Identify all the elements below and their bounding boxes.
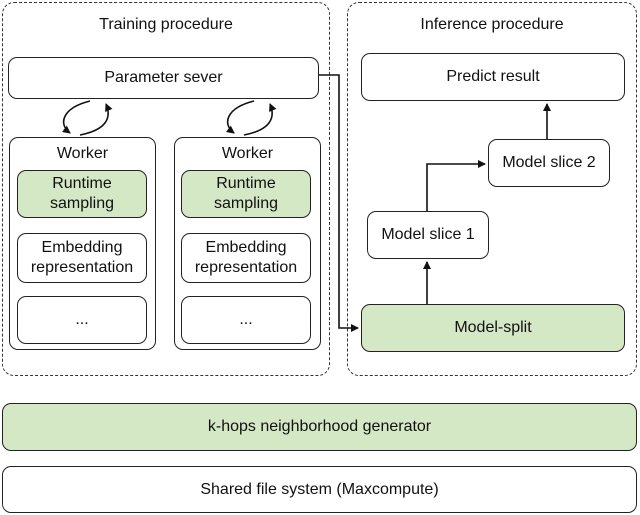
arrow-ps-to-worker1 — [62, 100, 91, 134]
runtime-sampling-box: Runtime sampling — [181, 170, 311, 218]
arrow-ps-to-worker2 — [226, 100, 255, 134]
arrow-worker1-to-ps — [79, 103, 113, 136]
embedding-representation-box: Embedding representation — [17, 233, 147, 283]
worker-title: Worker — [221, 145, 274, 162]
k-hops-generator-box: k-hops neighborhood generator — [2, 403, 637, 451]
model-split-box: Model-split — [361, 304, 625, 352]
training-procedure-title: Training procedure — [99, 16, 233, 33]
training-procedure-region — [2, 2, 330, 376]
shared-file-system-box: Shared file system (Maxcompute) — [2, 466, 637, 513]
inference-procedure-region — [347, 2, 637, 376]
model-slice-2-box: Model slice 2 — [488, 139, 610, 187]
predict-result-box: Predict result — [361, 53, 625, 101]
arrow-slice1-to-slice2 — [426, 160, 486, 211]
ellipsis-box: ... — [17, 296, 147, 344]
parameter-server-box: Parameter sever — [8, 57, 319, 99]
arrow-worker2-to-ps — [243, 103, 277, 136]
embedding-representation-box: Embedding representation — [181, 233, 311, 283]
ellipsis-box: ... — [181, 296, 311, 344]
runtime-sampling-box: Runtime sampling — [17, 170, 147, 218]
model-slice-1-box: Model slice 1 — [367, 211, 489, 259]
worker-title: Worker — [56, 145, 109, 162]
arrow-ps-to-model-split — [319, 74, 359, 332]
inference-procedure-title: Inference procedure — [420, 16, 564, 33]
